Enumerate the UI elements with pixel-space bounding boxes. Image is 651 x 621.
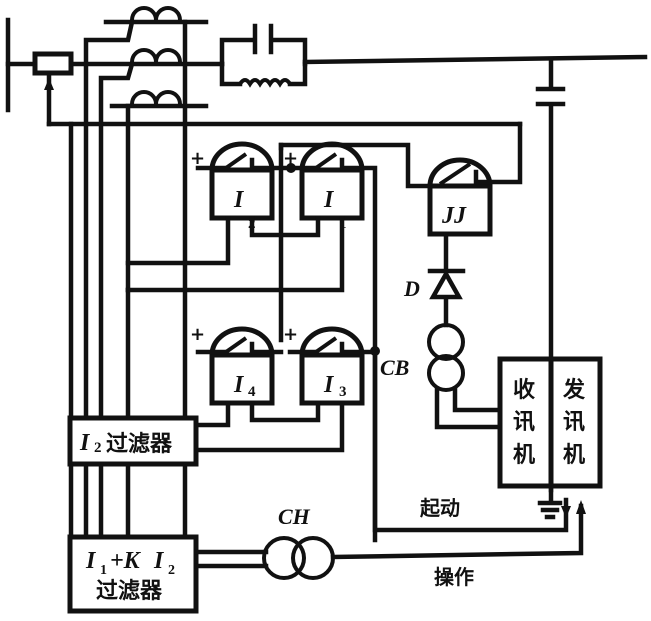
cb-to-receiver-wire-2 — [434, 386, 503, 430]
transmitter-char-2: 讯 — [563, 410, 585, 435]
relay-i3-label: I — [323, 372, 335, 398]
relay-i4-label: I — [233, 372, 245, 398]
ct-lead-2 — [98, 61, 135, 539]
relay-i3-subscript: 3 — [339, 384, 347, 400]
trap-top-left — [219, 37, 255, 67]
start-label: 起动 — [419, 496, 460, 520]
transmission-line — [302, 54, 648, 65]
relay-jj-label: JJ — [441, 203, 467, 229]
trap-bottom-left — [219, 61, 243, 87]
trap-bottom-right — [287, 61, 308, 87]
relay-i4-subscript: 4 — [248, 384, 256, 400]
circuit-breaker — [32, 51, 74, 76]
combined-filter-label: 过滤器 — [96, 579, 163, 604]
relay-i2: + I 2 — [190, 141, 293, 232]
operate-signal-wire — [330, 503, 584, 560]
ch-label: CH — [278, 504, 311, 529]
ch-secondary-coil-icon — [291, 536, 335, 580]
cb-to-receiver-wire-1 — [452, 386, 503, 413]
current-transformer-b — [130, 48, 182, 63]
trap-top-right — [271, 37, 308, 67]
operate-label: 操作 — [434, 565, 474, 589]
relay-i3-polarity: + — [283, 324, 298, 345]
i1-coil-wire-right — [125, 215, 345, 293]
i2-coil-wire-left — [125, 215, 231, 266]
relay-i1-label: I — [323, 187, 335, 213]
breaker-trip-arrow-icon — [44, 78, 54, 90]
combined-filter-box — [67, 534, 199, 614]
transmitter-char-3: 机 — [563, 443, 585, 468]
i2-filter-box — [67, 415, 199, 467]
ct-lead-1 — [83, 19, 135, 539]
operate-arrow-icon — [576, 500, 586, 514]
receiver-char-3: 机 — [513, 443, 535, 468]
relay-i1-polarity: + — [283, 148, 298, 169]
transmitter-char-1: 发 — [562, 377, 586, 403]
diode-label: D — [403, 276, 420, 301]
relay-i3: + I 3 — [283, 324, 378, 406]
cb-secondary-coil-icon — [427, 354, 465, 392]
relay-i2-polarity: + — [190, 148, 205, 169]
transmitter-box — [548, 356, 603, 489]
i4-i3-coil-link — [249, 400, 321, 423]
combined-filter-plus-k: +K — [110, 548, 142, 574]
i2-filter-label: 过滤器 — [106, 432, 173, 457]
receiver-char-1: 收 — [513, 377, 535, 403]
cb-primary-coil-icon — [427, 323, 465, 361]
junction-dot — [286, 163, 296, 173]
relay-i4-polarity: + — [190, 324, 205, 345]
diode-icon — [429, 269, 463, 300]
combined-filter-i2: I — [153, 548, 165, 574]
trap-inductor-icon — [238, 78, 292, 88]
relay-i4: + I 4 — [190, 324, 284, 406]
combined-filter-i1-sub: 1 — [100, 563, 107, 578]
i4-coil-wire — [193, 400, 231, 428]
cb-label: CB — [380, 355, 409, 380]
relay-i1: + I 1 — [283, 141, 378, 543]
relay-i2-label: I — [233, 187, 245, 213]
i2-filter-symbol: I — [79, 430, 91, 456]
current-transformer-a — [103, 6, 209, 25]
i3-coil-wire — [193, 400, 345, 453]
receiver-char-2: 讯 — [513, 410, 535, 435]
combined-filter-i2-sub: 2 — [168, 563, 175, 578]
start-arrow-icon — [561, 506, 571, 518]
ch-primary-coil-icon — [262, 536, 306, 580]
combined-filter-i1: I — [85, 548, 97, 574]
i2-filter-subscript: 2 — [94, 440, 102, 456]
relay-jj: JJ — [427, 121, 523, 237]
i2-i1-coil-link — [249, 215, 321, 238]
